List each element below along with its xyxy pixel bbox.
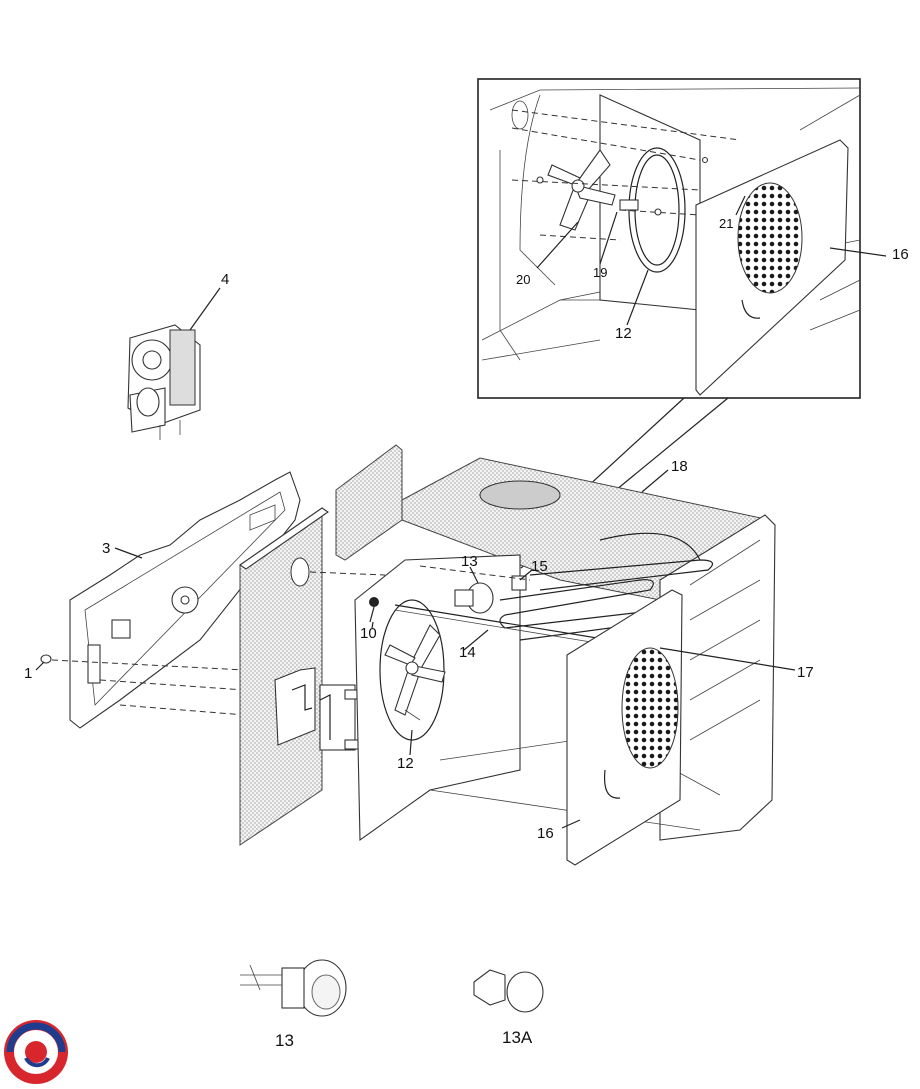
part-label-3: 3: [102, 540, 110, 557]
fan-motor: [127, 287, 221, 440]
part-label-16: 16: [537, 825, 554, 842]
inset-detail-view: [477, 78, 887, 399]
insulation-strip: [335, 444, 403, 561]
part-label-14: 14: [459, 644, 476, 661]
part-label-15: 15: [531, 558, 548, 575]
fan-cover-panel: [566, 589, 683, 866]
part-label-4: 4: [221, 271, 229, 288]
circular-element-inset: [619, 147, 686, 273]
part-label-18: 18: [671, 458, 688, 475]
part-label-13A: 13A: [502, 1028, 533, 1047]
part-label-17: 17: [797, 664, 814, 681]
rear-insulation: [239, 507, 329, 846]
brand-logo: [4, 1020, 68, 1084]
part-labels: 1 3 4 10 12 12 13 13 13A 14 15 16 16 17 …: [24, 216, 909, 1050]
part-label-20: 20: [516, 272, 530, 287]
oven-lamp: [454, 582, 494, 614]
leader-lines: [371, 469, 796, 829]
lamp-assembly-13: [240, 959, 347, 1017]
part-label-13: 13: [461, 553, 478, 570]
thermostat-sensor: [369, 597, 379, 623]
lamp-cover-13A: [473, 969, 544, 1013]
fan-main: [379, 599, 446, 741]
part-label-10: 10: [360, 625, 377, 642]
screw: [35, 654, 52, 671]
fan-cover-panel-inset: [695, 139, 849, 396]
oven-cavity: [309, 457, 776, 866]
part-label-19: 19: [593, 265, 607, 280]
part-label-16-inset: 16: [892, 246, 909, 263]
part-label-13-bottom: 13: [275, 1031, 294, 1050]
element-terminal-bracket: [319, 684, 360, 751]
part-label-21: 21: [719, 216, 733, 231]
part-label-12: 12: [397, 755, 414, 772]
part-label-12-inset: 12: [615, 325, 632, 342]
part-label-1: 1: [24, 665, 32, 682]
fan-blade-inset: [547, 149, 616, 231]
